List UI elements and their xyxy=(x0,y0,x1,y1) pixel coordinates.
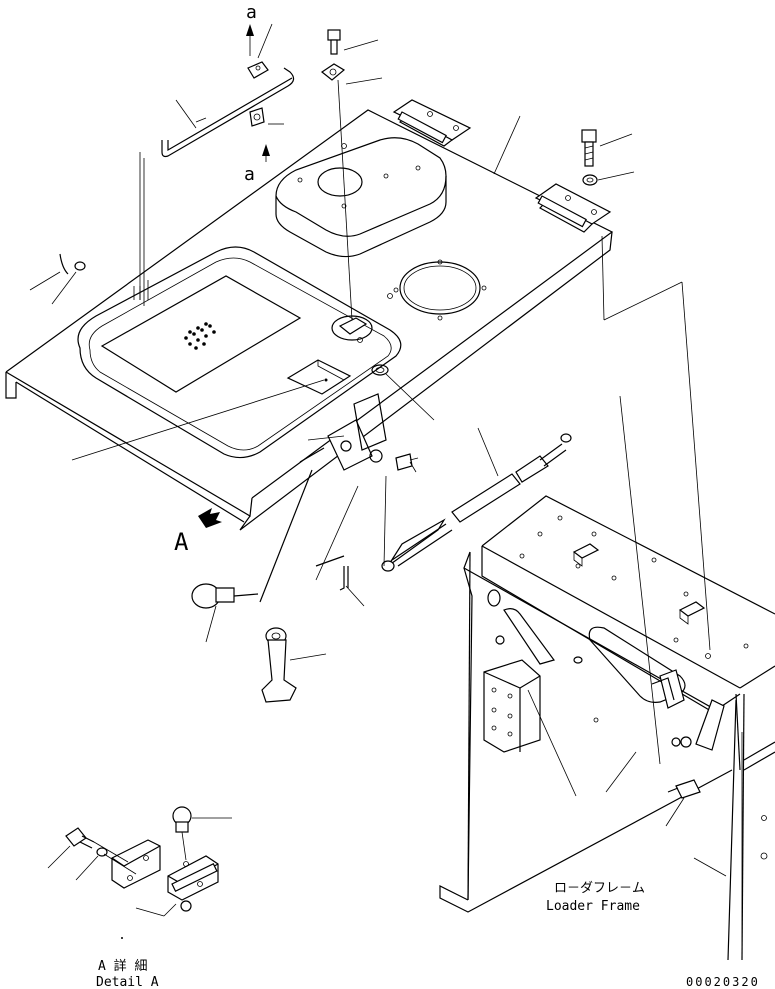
arrow-a-mid: a xyxy=(244,144,270,185)
raised-cover-box xyxy=(275,137,447,258)
arrow-a-top-label: a xyxy=(246,2,257,23)
detail-a-view xyxy=(47,806,232,939)
washer-right-top xyxy=(582,174,598,186)
vent-dots xyxy=(184,322,216,350)
arrow-a-mid-label: a xyxy=(244,164,255,185)
hinge-right xyxy=(534,183,612,233)
lever-handle xyxy=(259,469,313,703)
loader-frame xyxy=(439,495,775,961)
arrow-a-top: a xyxy=(246,2,257,56)
view-arrow-a: A xyxy=(174,508,222,556)
leader-lines xyxy=(29,23,727,877)
latch-mechanism xyxy=(299,393,419,471)
detail-a-jp-label: A 詳 細 xyxy=(98,958,147,974)
loader-frame-jp-label: ロ－ダフレ－ム xyxy=(554,881,645,896)
latch-pin xyxy=(315,555,349,591)
floor-cover-plate xyxy=(5,109,614,531)
drawing-number: 00020320 xyxy=(686,975,760,989)
gas-spring xyxy=(381,433,572,572)
knob xyxy=(191,583,259,609)
detail-a-en-label: Detail A xyxy=(96,975,159,989)
bolt-right-top xyxy=(581,129,597,167)
left-plate-fastener xyxy=(59,253,149,300)
hinge-upper xyxy=(392,99,472,147)
rod-assembly xyxy=(161,61,295,158)
view-arrow-a-label: A xyxy=(174,528,189,556)
loader-frame-en-label: Loader Frame xyxy=(546,899,640,914)
bolt-top-center xyxy=(320,29,346,81)
